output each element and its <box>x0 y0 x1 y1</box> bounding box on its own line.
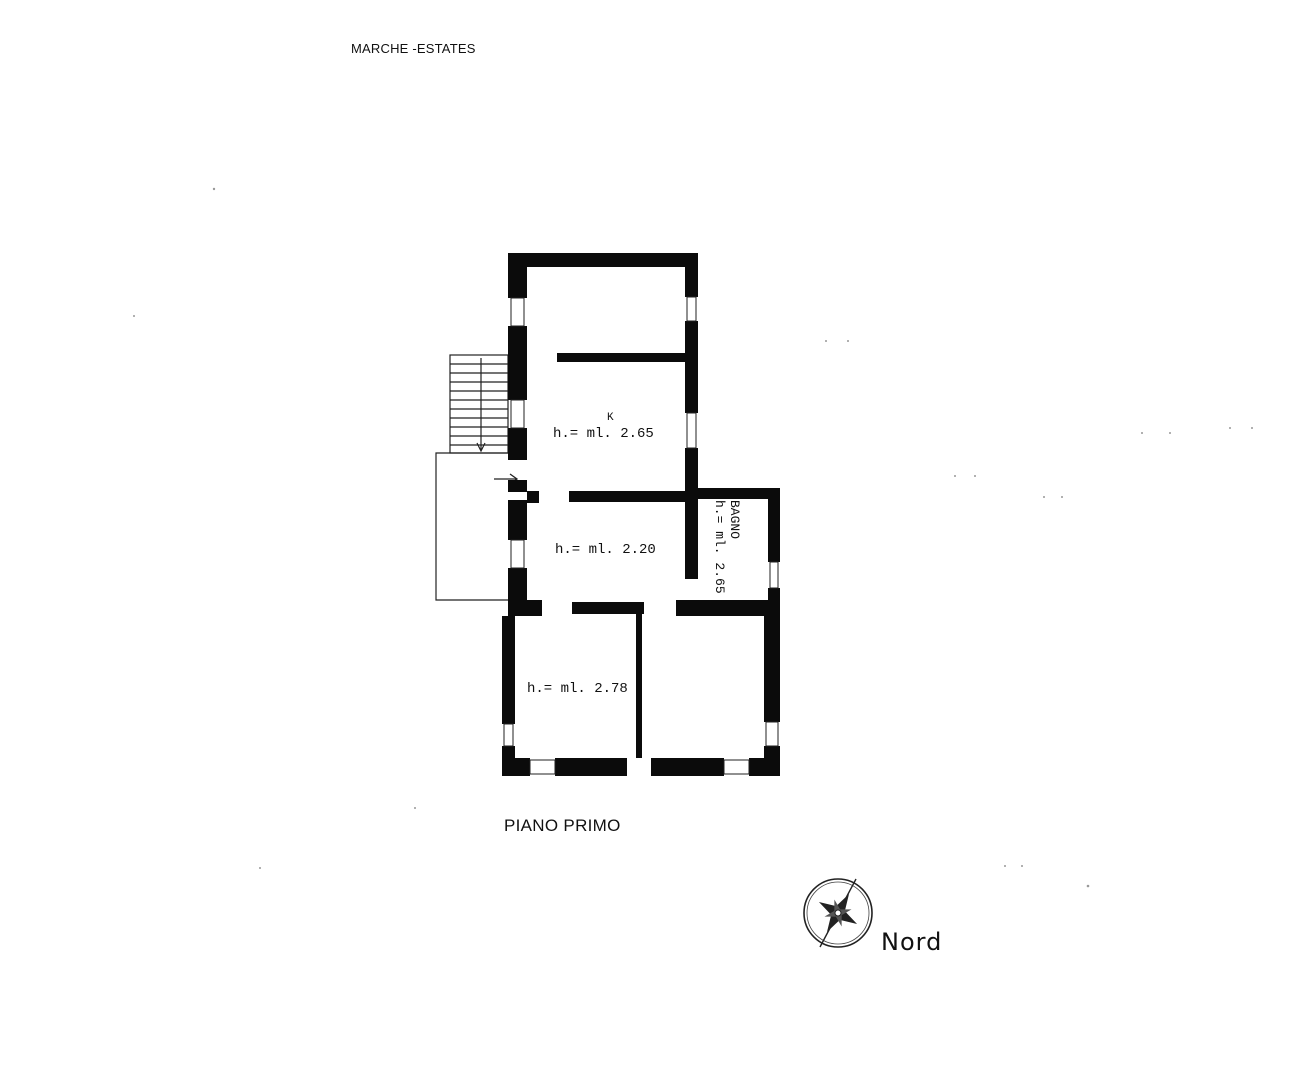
room-labels: K h.= ml. 2.65 h.= ml. 2.20 h.= ml. 2.78… <box>527 412 742 697</box>
brand-label: MARCHE -ESTATES <box>351 41 476 56</box>
bathroom-height-label: h.= ml. 2.65 <box>712 500 727 594</box>
kitchen-height-label: h.= ml. 2.65 <box>553 426 654 442</box>
scan-specks <box>133 187 1253 888</box>
bathroom-name-label: BAGNO <box>727 500 742 539</box>
middle-room-height-label: h.= ml. 2.20 <box>555 542 656 558</box>
compass-rose-icon <box>803 878 873 948</box>
kitchen-tag: K <box>607 412 614 424</box>
plan-title: PIANO PRIMO <box>504 816 621 835</box>
walls <box>502 253 780 776</box>
bottom-left-room-height-label: h.= ml. 2.78 <box>527 681 628 697</box>
landing <box>435 452 508 601</box>
compass-label: Nord <box>881 928 943 956</box>
windows <box>503 296 779 775</box>
staircase <box>449 354 509 454</box>
